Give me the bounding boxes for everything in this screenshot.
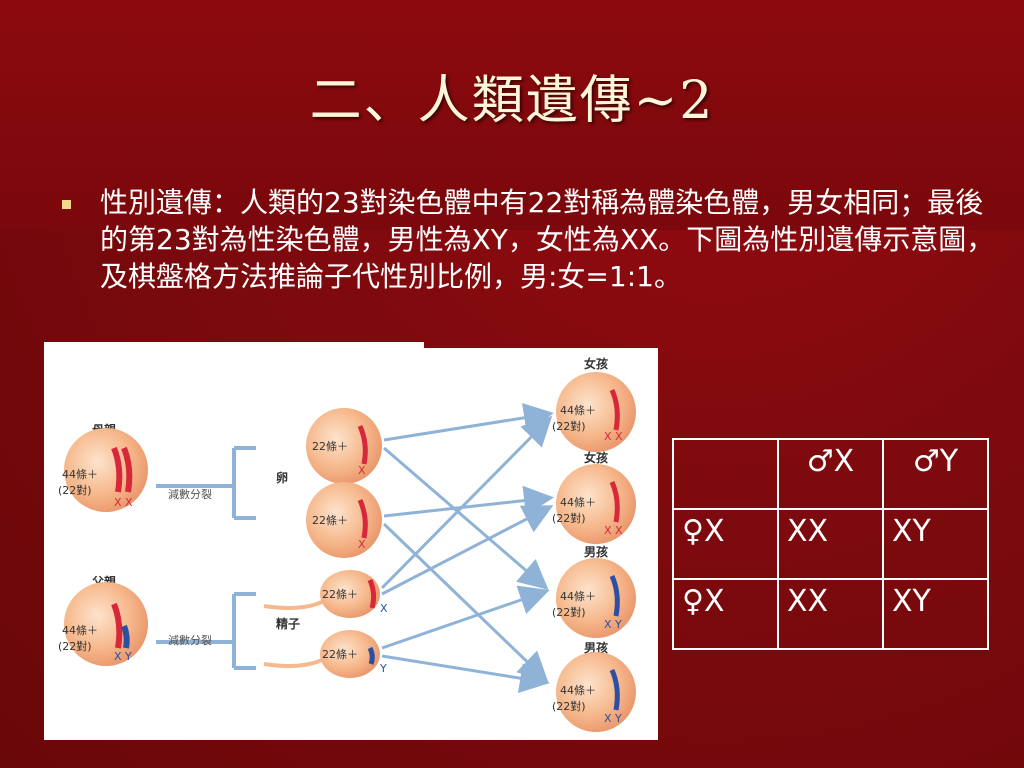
inheritance-figure: 母親 44條＋ (22對) X X 父親 44條＋ (22對) X Y 減數分裂… <box>44 348 658 740</box>
egg-2-x: X <box>358 538 366 551</box>
sperm-2-y: Y <box>379 662 387 675</box>
child-3-label: 男孩 <box>584 544 608 559</box>
figure-tab <box>44 342 424 348</box>
father-chrom-x <box>111 602 123 649</box>
child-3-pairs: (22對) <box>552 605 586 619</box>
child-4-label: 男孩 <box>584 640 608 655</box>
father-pairs-text: (22對) <box>58 639 92 653</box>
child-cell-2 <box>556 464 636 544</box>
punnett-cell-r1c1: XX <box>777 508 884 580</box>
mother-sex-text: X X <box>114 496 133 509</box>
sperm-cell-2 <box>320 630 380 678</box>
mother-pairs-text: (22對) <box>58 483 92 497</box>
punnett-cell-r2c2: XY <box>882 578 989 650</box>
child-1-chrom <box>609 388 620 431</box>
child-3-text: 44條＋ <box>560 589 596 603</box>
sperm-2-tail <box>263 656 327 668</box>
egg-2-text: 22條＋ <box>312 513 348 527</box>
sperm-2-chrom <box>367 646 375 665</box>
child-3-sex: X Y <box>604 618 622 631</box>
sperm-1-chrom <box>367 579 377 609</box>
punnett-corner <box>672 438 779 510</box>
sperm-1-x: X <box>380 602 388 615</box>
body-text: 性別遺傳：人類的23對染色體中有22對稱為體染色體，男女相同；最後的第23對為性… <box>100 186 995 293</box>
egg-label: 卵 <box>276 470 288 485</box>
child-cell-3 <box>556 558 636 638</box>
father-chrom-text: 44條＋ <box>62 623 98 637</box>
inheritance-diagram: 母親 44條＋ (22對) X X 父親 44條＋ (22對) X Y 減數分裂… <box>58 356 636 732</box>
punnett-cell-r2c1: XX <box>777 578 884 650</box>
child-2-pairs: (22對) <box>552 511 586 525</box>
punnett-row-2: ♀X <box>672 578 779 650</box>
mother-chrom-x2 <box>121 446 133 493</box>
bullet-icon <box>62 200 71 209</box>
child-2-label: 女孩 <box>584 450 608 465</box>
child-2-text: 44條＋ <box>560 495 596 509</box>
mother-chrom-text: 44條＋ <box>62 467 98 481</box>
punnett-col-2: ♂Y <box>882 438 989 510</box>
child-4-pairs: (22對) <box>552 699 586 713</box>
child-1-text: 44條＋ <box>560 403 596 417</box>
sperm-label: 精子 <box>276 616 300 631</box>
egg-2-chrom <box>357 498 368 539</box>
egg-1-chrom <box>357 424 368 465</box>
child-1-sex: X X <box>604 430 623 443</box>
child-1-pairs: (22對) <box>552 419 586 433</box>
punnett-col-1: ♂X <box>777 438 884 510</box>
punnett-row-1: ♀X <box>672 508 779 580</box>
child-1-label: 女孩 <box>584 356 608 371</box>
father-sex-text: X Y <box>114 650 132 663</box>
child-2-sex: X X <box>604 524 623 537</box>
mother-meiosis-arrow <box>156 446 256 520</box>
sperm-1-tail <box>263 598 327 610</box>
father-meiosis-label: 減數分裂 <box>168 633 212 647</box>
sperm-2-text: 22條＋ <box>322 647 358 661</box>
egg-1-text: 22條＋ <box>312 439 348 453</box>
father-meiosis-arrow <box>156 592 256 670</box>
title-band <box>0 0 1024 230</box>
child-4-sex: X Y <box>604 712 622 725</box>
punnett-square: ♂X ♂Y ♀X XX XY ♀X XX XY <box>672 438 989 650</box>
egg-1-x: X <box>358 464 366 477</box>
child-4-chrom <box>609 668 620 711</box>
mother-chrom-x1 <box>111 446 123 493</box>
child-3-chrom <box>609 574 620 617</box>
slide-title: 二、人類遺傳~2 <box>309 71 715 131</box>
mother-meiosis-label: 減數分裂 <box>168 487 212 501</box>
child-4-text: 44條＋ <box>560 683 596 697</box>
sperm-cell-1 <box>320 570 380 618</box>
punnett-cell-r1c2: XY <box>882 508 989 580</box>
child-2-chrom <box>609 480 620 523</box>
child-cell-1 <box>556 372 636 452</box>
sperm-1-text: 22條＋ <box>322 587 358 601</box>
father-chrom-y <box>121 624 130 649</box>
fertilization-arrows <box>380 402 554 694</box>
child-cell-4 <box>556 652 636 732</box>
